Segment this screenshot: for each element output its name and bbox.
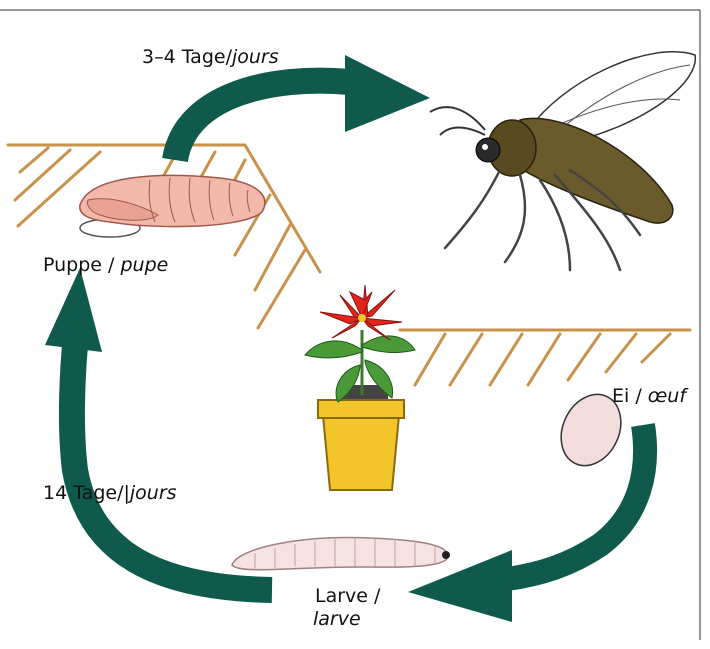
top-arrow-label-de: 3–4 Tage/: [142, 46, 232, 68]
egg-label-fr: œuf: [648, 385, 686, 407]
pupa-label-de: Puppe /: [43, 254, 120, 276]
potted-plant-illustration: [305, 285, 415, 490]
larva-illustration: [232, 538, 450, 570]
soil-right: [400, 330, 690, 385]
adult-gnat-illustration: [430, 52, 695, 270]
pupa-illustration: [80, 175, 265, 237]
left-arrow-label: 14 Tage/|jours: [43, 482, 177, 504]
top-arrow-label-fr: jours: [232, 46, 279, 68]
top-arrow-label: 3–4 Tage/jours: [142, 46, 279, 68]
soil-upper-left: [8, 145, 320, 328]
left-arrow-label-de: 14 Tage/|: [43, 482, 130, 504]
larva-label-de: Larve /: [315, 585, 380, 607]
egg-label: Ei / œuf: [612, 385, 686, 407]
arrow-larva-to-pupa: [45, 268, 272, 590]
left-arrow-label-fr: jours: [130, 482, 177, 504]
pupa-label: Puppe / pupe: [43, 254, 168, 276]
pupa-label-fr: pupe: [120, 254, 168, 276]
arrow-egg-to-larva: [408, 425, 645, 622]
egg-label-de: Ei /: [612, 385, 648, 407]
larva-label-fr-text: larve: [313, 608, 361, 630]
larva-label-fr: larve: [313, 608, 361, 630]
